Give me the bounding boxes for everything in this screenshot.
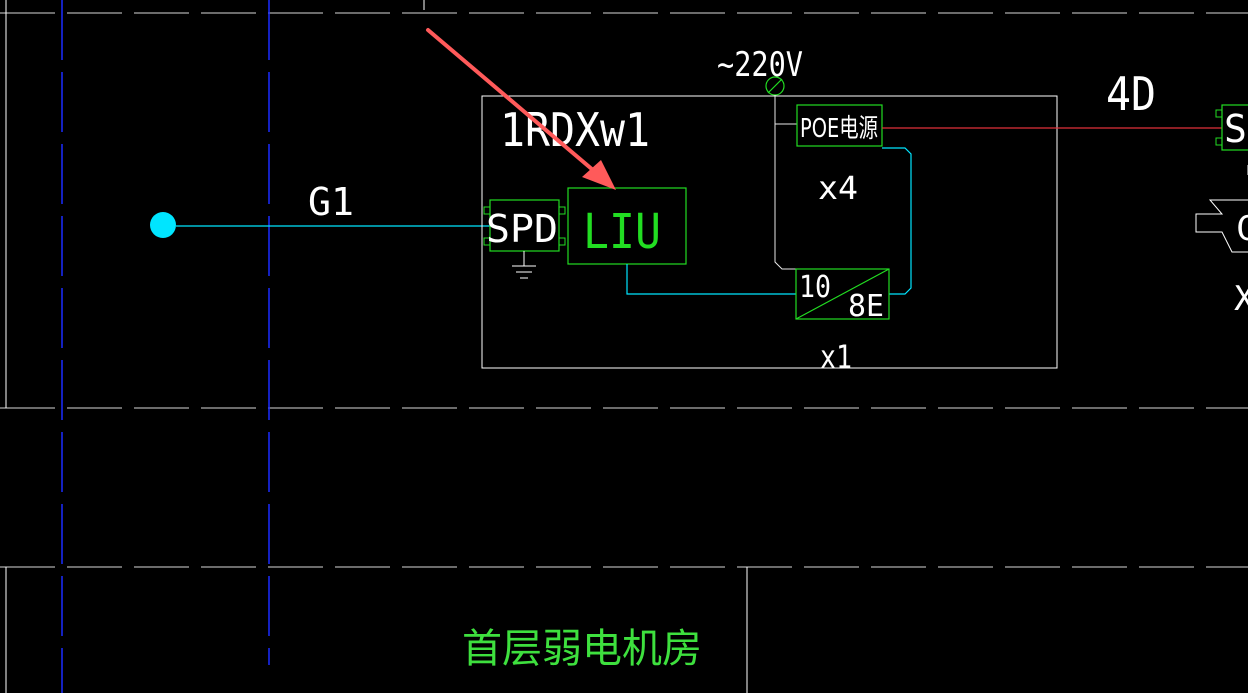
poe-to-switch-cable[interactable]: [882, 147, 912, 295]
switch-qty-label: x1: [820, 338, 852, 376]
pointer-arrow-icon: [426, 28, 616, 190]
switch-diagonal: [795, 268, 890, 320]
pointer-arrow-head: [582, 160, 616, 190]
edge-port-top: [1215, 109, 1223, 118]
poe-qty-label: x4: [818, 169, 858, 207]
voltage-label: ~220V: [717, 45, 803, 85]
edge-s-label: S: [1224, 107, 1247, 151]
liu-to-switch-cable[interactable]: [626, 264, 796, 295]
cable-start-node-icon[interactable]: [150, 212, 176, 238]
poe-power-box[interactable]: [796, 104, 883, 147]
spd-label: SPD: [486, 207, 558, 251]
camera-body: [1195, 199, 1248, 253]
power-line-to-switch: [774, 124, 797, 270]
edge-x-label: X: [1234, 279, 1248, 319]
edge-port-bottom: [1215, 137, 1223, 146]
pointer-arrow-shaft: [426, 28, 602, 178]
spd-port-left-top: [483, 206, 491, 215]
camera-icon[interactable]: [1195, 199, 1248, 253]
ground-icon: [512, 251, 536, 279]
switch-top-label: 10: [799, 270, 831, 305]
power-wiring: [774, 95, 797, 270]
spd-port-right-top: [558, 206, 566, 215]
edge-equipment-box[interactable]: [1221, 104, 1248, 151]
power-source-slash: [767, 78, 783, 94]
room-name-label: 首层弱电机房: [462, 626, 702, 672]
spd-port-left-bottom: [483, 237, 491, 246]
room-frame: [5, 567, 748, 693]
liu-label: LIU: [583, 204, 661, 260]
dashed-grid-lines: [0, 12, 1248, 568]
switch-bottom-label: 8E: [848, 289, 884, 324]
switch-box[interactable]: [795, 268, 890, 320]
cabinet-box[interactable]: [481, 95, 1058, 369]
cable-4d-label: 4D: [1106, 67, 1156, 121]
cable-g1-label: G1: [308, 180, 354, 224]
blue-axis-lines: [61, 0, 270, 693]
spd-port-right-bottom: [558, 237, 566, 246]
edge-c-label: C: [1236, 209, 1248, 249]
poe-power-label: POE电源: [800, 114, 878, 144]
